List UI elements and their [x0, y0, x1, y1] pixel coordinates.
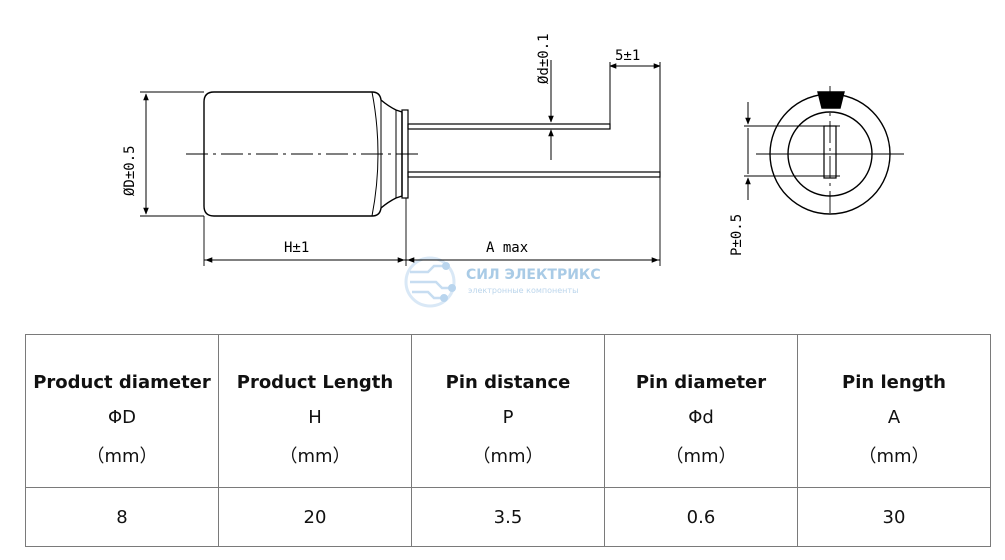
header-cell-pin-distance: Pin distance P （mm） — [411, 334, 605, 488]
pin-distance-dimension-label: P±0.5 — [729, 214, 745, 256]
header-cell-pin-length: Pin length A （mm） — [797, 334, 991, 488]
column-unit: （mm） — [279, 446, 351, 467]
column-title: Pin length — [842, 372, 946, 393]
length-dimension-label: H±1 — [284, 240, 309, 256]
column-unit: （mm） — [858, 446, 930, 467]
column-symbol: H — [308, 407, 322, 428]
table-value-row: 8 20 3.5 0.6 30 — [25, 487, 991, 547]
watermark-title: СИЛ ЭЛЕКТРИКС — [466, 267, 601, 283]
column-symbol: P — [502, 407, 514, 428]
value-pin-length: 30 — [797, 487, 991, 547]
header-cell-product-diameter: Product diameter ΦD （mm） — [25, 334, 219, 488]
column-symbol: Φd — [688, 407, 714, 428]
value-product-diameter: 8 — [25, 487, 219, 547]
lead-length-dimension-label: A max — [486, 240, 528, 256]
header-cell-pin-diameter: Pin diameter Φd （mm） — [604, 334, 798, 488]
column-title: Product Length — [236, 372, 394, 393]
lead-long — [407, 171, 661, 178]
column-unit: （mm） — [665, 446, 737, 467]
column-title: Pin distance — [445, 372, 571, 393]
lead-offset-dimension-label: 5±1 — [615, 48, 640, 64]
capacitor-dimension-drawing: СИЛ ЭЛЕКТРИКС электронные компоненты — [122, 33, 904, 308]
capacitor-side-view — [140, 60, 661, 266]
watermark-subtitle: электронные компоненты — [468, 286, 578, 295]
table-header-row: Product diameter ΦD （mm） Product Length … — [25, 334, 991, 488]
column-symbol: ΦD — [107, 407, 137, 428]
polarity-mark — [817, 91, 845, 109]
column-title: Pin diameter — [635, 372, 767, 393]
value-product-length: 20 — [218, 487, 412, 547]
header-cell-product-length: Product Length H （mm） — [218, 334, 412, 488]
capacitor-end-view — [744, 86, 904, 218]
column-unit: （mm） — [86, 446, 158, 467]
value-pin-distance: 3.5 — [411, 487, 605, 547]
diameter-dimension-label: ØD±0.5 — [122, 145, 138, 196]
pin-diameter-dimension-label: Ød±0.1 — [536, 33, 552, 84]
watermark: СИЛ ЭЛЕКТРИКС электронные компоненты — [404, 256, 601, 308]
column-unit: （mm） — [472, 446, 544, 467]
specification-table: Product diameter ΦD （mm） Product Length … — [25, 334, 991, 547]
watermark-logo-icon — [404, 256, 456, 308]
column-title: Product diameter — [33, 372, 211, 393]
lead-short — [407, 123, 611, 130]
value-pin-diameter: 0.6 — [604, 487, 798, 547]
column-symbol: A — [887, 407, 901, 428]
